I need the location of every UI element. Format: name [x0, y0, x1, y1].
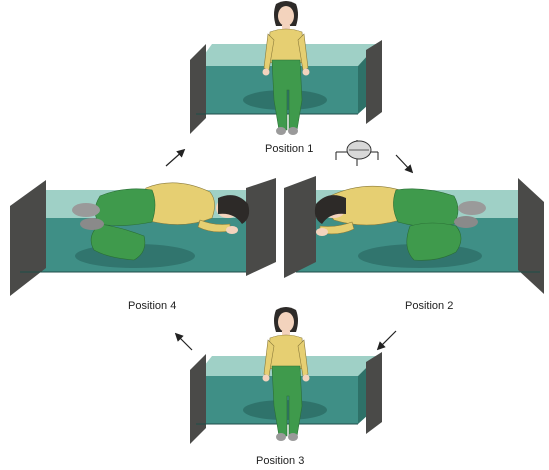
label-position-3: Position 3	[256, 455, 304, 467]
arrow-icon	[396, 155, 412, 172]
head-rotation-icon	[336, 140, 378, 166]
label-position-1: Position 1	[265, 143, 313, 155]
label-position-4: Position 4	[128, 300, 176, 312]
label-position-2: Position 2	[405, 300, 453, 312]
arrow-icon	[166, 150, 184, 166]
patient-seated-1	[263, 1, 310, 135]
arrow-icon	[378, 331, 396, 349]
arrow-icon	[176, 334, 192, 350]
